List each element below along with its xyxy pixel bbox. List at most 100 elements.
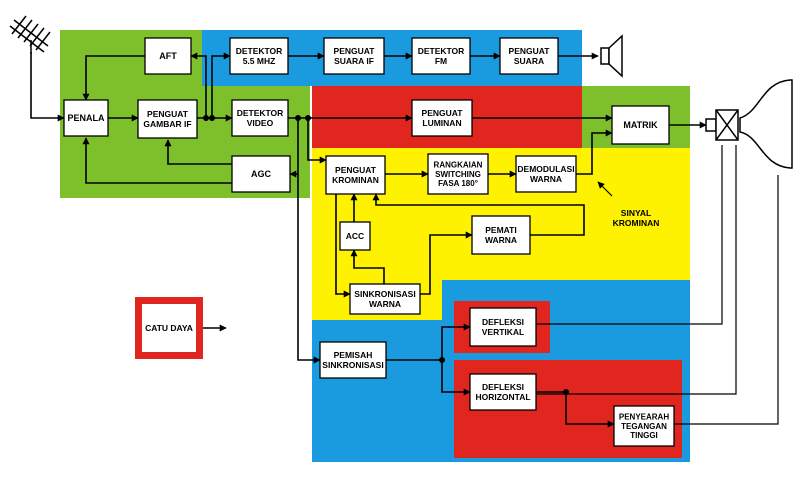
label-line: WARNA bbox=[369, 299, 401, 309]
white-inner-power bbox=[142, 304, 196, 352]
wire-sinkron-to-acc bbox=[350, 249, 385, 284]
wire-horizontal-to-crt bbox=[536, 145, 737, 395]
wire-video-branch-down bbox=[297, 118, 321, 364]
wire-aft-to-penala bbox=[82, 55, 145, 101]
label-line: VERTIKAL bbox=[482, 327, 525, 337]
label-line: MATRIK bbox=[623, 120, 658, 130]
blue-region-deflection-left bbox=[312, 320, 442, 462]
aft-block: AFT bbox=[144, 37, 192, 75]
wire-horizontal-to-penyearah bbox=[536, 391, 615, 428]
catu-daya-block: CATU DAYA bbox=[145, 323, 193, 333]
junction-dot bbox=[209, 115, 215, 121]
label-line: PENGUAT bbox=[334, 46, 376, 56]
label-line: PEMISAH bbox=[334, 350, 373, 360]
label-line: PENALA bbox=[67, 113, 105, 123]
wire-if-to-aft bbox=[190, 52, 207, 118]
label-line: AGC bbox=[251, 169, 272, 179]
acc-label: ACC bbox=[346, 231, 364, 241]
wire-video-to-krominan bbox=[307, 118, 327, 164]
label-line: LUMINAN bbox=[422, 118, 461, 128]
label-line: KROMINAN bbox=[613, 218, 660, 228]
matrik-label: MATRIK bbox=[623, 120, 658, 130]
label-line: SWITCHING bbox=[435, 170, 481, 179]
label-line: ACC bbox=[346, 231, 364, 241]
label-line: TEGANGAN bbox=[621, 422, 667, 431]
matrik-block: MATRIK bbox=[611, 105, 670, 145]
label-line: HORIZONTAL bbox=[475, 392, 530, 402]
catu-daya-label: CATU DAYA bbox=[145, 323, 193, 333]
wire-antenna-to-penala bbox=[30, 52, 65, 122]
antenna-icon bbox=[9, 15, 51, 54]
label-line: PEMATI bbox=[485, 225, 516, 235]
label-line: SUARA bbox=[514, 56, 544, 66]
label-line: PENGUAT bbox=[509, 46, 551, 56]
label-line: VIDEO bbox=[247, 118, 274, 128]
label-line: SINKRONISASI bbox=[322, 360, 383, 370]
wire-agc-to-penala bbox=[82, 137, 232, 184]
penala-label: PENALA bbox=[67, 113, 105, 123]
junction-dot bbox=[563, 389, 569, 395]
label-line: FM bbox=[435, 56, 447, 66]
label-line: RANGKAIAN bbox=[434, 161, 483, 170]
label-line: PENYEARAH bbox=[619, 413, 669, 422]
junction-dot bbox=[305, 115, 311, 121]
label-line: GAMBAR IF bbox=[143, 119, 191, 129]
label-line: SINKRONISASI bbox=[354, 289, 415, 299]
label-line: DEMODULASI bbox=[517, 164, 574, 174]
agc-block: AGC bbox=[231, 155, 291, 193]
label-line: AFT bbox=[159, 51, 177, 61]
label-line: KROMINAN bbox=[332, 175, 379, 185]
penala-block: PENALA bbox=[63, 99, 109, 137]
junction-dots bbox=[203, 115, 569, 395]
label-line: SINYAL bbox=[621, 208, 651, 218]
wire-sinkron-to-pemati bbox=[420, 231, 473, 295]
label-line: FASA 180° bbox=[438, 179, 478, 188]
label-line: PENGUAT bbox=[147, 109, 189, 119]
signal-wiring bbox=[30, 52, 779, 428]
wire-vertikal-to-crt bbox=[536, 145, 723, 325]
label-line: 5.5 MHZ bbox=[243, 56, 276, 66]
label-line: DETEKTOR bbox=[236, 46, 283, 56]
wire-pemati-to-krominan bbox=[372, 193, 585, 236]
junction-dot bbox=[203, 115, 209, 121]
wire-if-to-detektor-55 bbox=[211, 52, 231, 118]
agc-label: AGC bbox=[251, 169, 272, 179]
label-line: WARNA bbox=[485, 235, 517, 245]
aft-label: AFT bbox=[159, 51, 177, 61]
label-line: WARNA bbox=[530, 174, 562, 184]
junction-dot bbox=[439, 357, 445, 363]
wire-sinyal-krominan-note bbox=[597, 181, 613, 197]
background-regions bbox=[60, 30, 690, 462]
